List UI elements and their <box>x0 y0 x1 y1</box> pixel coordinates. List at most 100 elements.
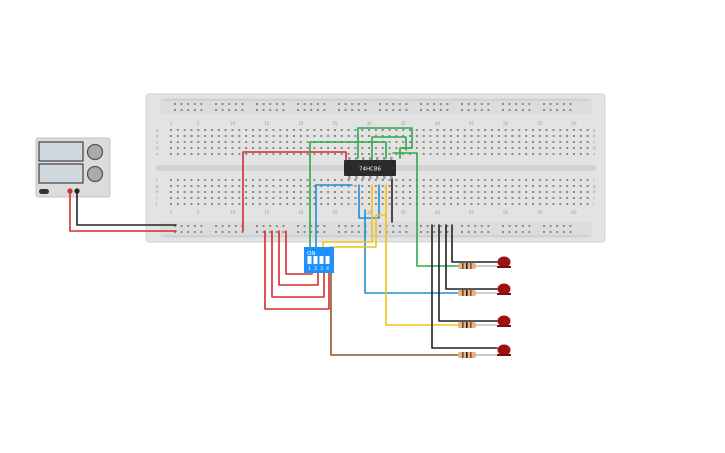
dip-switch[interactable]: ON 1 2 3 4 <box>304 247 334 273</box>
column-number-bottom: 5 <box>197 210 200 215</box>
wire-green-1[interactable] <box>309 141 387 249</box>
column-number-top: 10 <box>230 121 236 126</box>
column-number-bottom: 20 <box>298 210 304 215</box>
chip-body <box>344 160 396 176</box>
chip-pin <box>355 176 358 179</box>
wire-black-led-3[interactable] <box>438 224 498 322</box>
power-supply[interactable] <box>35 137 111 198</box>
column-number-top: 30 <box>367 121 373 126</box>
wire-yellow-led-3[interactable] <box>385 199 459 326</box>
wire-green-3[interactable] <box>371 136 407 161</box>
chip-pin <box>383 176 386 179</box>
row-letter-right: c <box>593 140 595 145</box>
wire-green-led-1[interactable] <box>392 152 459 267</box>
wire-red-supply[interactable] <box>69 191 177 232</box>
chip-pin <box>376 157 379 160</box>
column-number-bottom: 60 <box>571 210 577 215</box>
positive-terminal[interactable] <box>67 188 73 194</box>
row-letter-left: j <box>155 202 157 207</box>
column-number-bottom: 15 <box>264 210 270 215</box>
chip-label: 74HC86 <box>359 167 381 173</box>
resistor-4[interactable] <box>458 352 497 358</box>
row-letter-right: g <box>593 184 596 189</box>
wire-yellow-1[interactable] <box>322 184 373 249</box>
row-letter-right: f <box>593 178 595 183</box>
led-3[interactable] <box>497 315 511 328</box>
row-letter-right: i <box>593 196 594 201</box>
chip-pin <box>390 176 393 179</box>
current-knob[interactable] <box>86 165 104 183</box>
resistor-1[interactable] <box>458 263 497 269</box>
led-4[interactable] <box>497 344 511 357</box>
resistor-2[interactable] <box>458 290 497 296</box>
column-number-bottom: 25 <box>332 210 338 215</box>
chip-pin <box>369 176 372 179</box>
column-number-top: 5 <box>197 121 200 126</box>
row-letter-left: a <box>156 128 159 133</box>
wire-red-switch-3[interactable] <box>278 230 319 286</box>
wire-blue-2[interactable] <box>358 184 380 219</box>
chip-pin <box>362 176 365 179</box>
column-number-top: 50 <box>503 121 509 126</box>
row-letter-left: e <box>156 152 159 157</box>
column-number-bottom: 55 <box>537 210 543 215</box>
resistor-3[interactable] <box>458 322 497 328</box>
column-number-bottom: 1 <box>170 210 173 215</box>
wire-red-switch-1[interactable] <box>264 230 330 310</box>
power-rail-top <box>160 98 592 114</box>
chip-pin <box>369 157 372 160</box>
led-2[interactable] <box>497 283 511 296</box>
row-letter-left: h <box>156 190 159 195</box>
wire-black-led-4[interactable] <box>431 224 498 349</box>
row-letter-left: b <box>156 134 159 139</box>
voltage-knob[interactable] <box>86 143 104 161</box>
power-switch[interactable] <box>39 189 49 194</box>
chip-74hc86[interactable]: 74HC86 <box>344 157 396 179</box>
dip-toggle-4[interactable] <box>325 256 330 264</box>
row-letter-right: a <box>593 128 596 133</box>
column-number-bottom: 40 <box>435 210 441 215</box>
column-number-bottom: 45 <box>469 210 475 215</box>
wire-blue-led-2[interactable] <box>364 209 459 294</box>
wire-red-switch-2[interactable] <box>271 230 325 298</box>
wire-black-led-1[interactable] <box>451 224 498 263</box>
row-letter-left: c <box>156 140 158 145</box>
dip-toggle-2[interactable] <box>313 256 318 264</box>
wire-black-supply[interactable] <box>76 191 177 226</box>
column-number-top: 45 <box>469 121 475 126</box>
wire-red-rail-to-chip[interactable] <box>242 151 347 232</box>
row-letter-right: h <box>593 190 596 195</box>
led-1[interactable] <box>497 256 511 269</box>
wire-blue-1[interactable] <box>315 184 353 249</box>
column-number-top: 40 <box>435 121 441 126</box>
row-letter-right: e <box>593 152 596 157</box>
dip-label-4: 4 <box>326 266 329 272</box>
column-number-top: 55 <box>537 121 543 126</box>
column-number-top: 1 <box>170 121 173 126</box>
column-number-top: 20 <box>298 121 304 126</box>
row-letter-right: d <box>593 146 596 151</box>
column-number-top: 25 <box>332 121 338 126</box>
column-number-top: 60 <box>571 121 577 126</box>
dip-switch-on-label: ON <box>307 251 315 257</box>
dip-toggle-1[interactable] <box>307 256 312 264</box>
row-letter-left: g <box>156 184 159 189</box>
wire-green-2[interactable] <box>357 127 413 159</box>
dip-toggle-3[interactable] <box>319 256 324 264</box>
column-number-bottom: 35 <box>401 210 407 215</box>
row-letter-left: f <box>156 178 158 183</box>
column-number-bottom: 30 <box>367 210 373 215</box>
column-number-top: 35 <box>401 121 407 126</box>
chip-pin <box>348 157 351 160</box>
negative-terminal[interactable] <box>74 188 80 194</box>
row-letter-left: i <box>156 196 157 201</box>
chip-pins <box>348 157 393 179</box>
wire-black-led-2[interactable] <box>445 224 498 290</box>
voltage-display <box>38 141 84 162</box>
dip-label-3: 3 <box>320 266 323 272</box>
column-number-top: 15 <box>264 121 270 126</box>
wire-brown-led-4[interactable] <box>330 271 459 356</box>
